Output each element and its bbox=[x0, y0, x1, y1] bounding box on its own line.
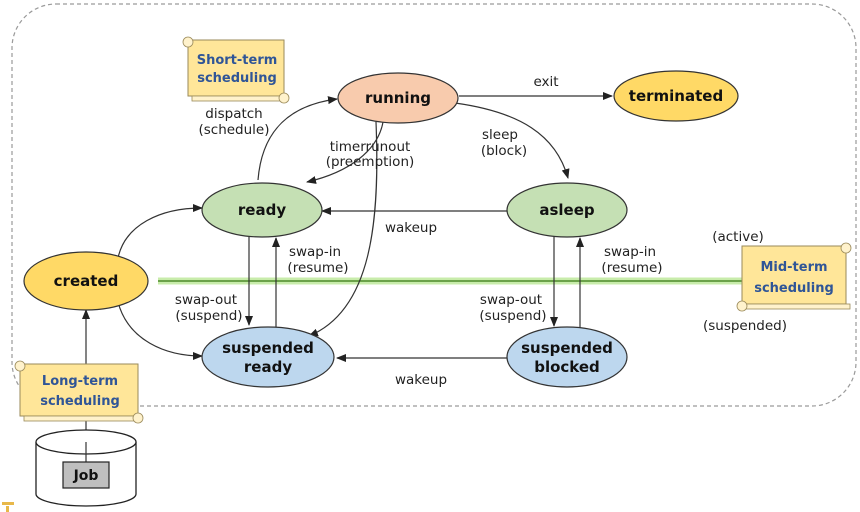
long-term-scheduling-line1: Long-term bbox=[42, 374, 118, 389]
edge-created-to-suspended-ready bbox=[117, 301, 203, 360]
edge-timerrunout bbox=[306, 121, 384, 184]
edge-created-to-ready bbox=[117, 204, 203, 259]
edge-sleep bbox=[454, 102, 570, 179]
label-swap-in-right-line1: swap-in bbox=[604, 244, 656, 260]
mid-term-scheduling-scroll: Mid-term scheduling bbox=[736, 242, 852, 312]
label-timerrunout-line1: timerrunout bbox=[330, 139, 411, 155]
state-suspended-ready-line1: suspended bbox=[222, 339, 314, 357]
state-suspended-ready: suspended ready bbox=[201, 326, 335, 388]
state-suspended-ready-line2: ready bbox=[244, 358, 292, 376]
mid-term-scheduling-line2: scheduling bbox=[754, 281, 834, 296]
scroll-icon bbox=[19, 363, 139, 417]
job-label: Job bbox=[73, 468, 99, 484]
label-swap-in-right-line2: (resume) bbox=[601, 260, 662, 276]
label-swap-out-left-line1: swap-out bbox=[175, 292, 237, 308]
short-term-scheduling-line2: scheduling bbox=[197, 71, 277, 86]
scroll-icon bbox=[741, 245, 847, 305]
state-asleep-label: asleep bbox=[539, 201, 595, 219]
label-swap-out-left-line2: (suspend) bbox=[175, 308, 242, 324]
mid-term-scheduling-line1: Mid-term bbox=[760, 260, 827, 275]
label-swap-out-right-line2: (suspend) bbox=[479, 308, 546, 324]
system-boundary bbox=[11, 3, 857, 407]
label-swap-in-left-line1: swap-in bbox=[289, 244, 341, 260]
job-queue-cylinder: Job bbox=[35, 429, 137, 507]
state-ready-label: ready bbox=[238, 201, 286, 219]
state-suspended-blocked-line1: suspended bbox=[521, 339, 613, 357]
label-suspended-region: (suspended) bbox=[703, 318, 787, 334]
edge-running-to-suspended-ready bbox=[308, 121, 378, 337]
state-suspended-blocked-line2: blocked bbox=[534, 358, 600, 376]
long-term-scheduling-line2: scheduling bbox=[40, 394, 120, 409]
label-timerrunout-line2: (preemption) bbox=[326, 154, 415, 170]
label-swap-in-left-line2: (resume) bbox=[287, 260, 348, 276]
label-swap-out-right-line1: swap-out bbox=[480, 292, 542, 308]
label-dispatch-line2: (schedule) bbox=[198, 122, 269, 138]
label-wakeup-bottom: wakeup bbox=[395, 372, 447, 388]
label-exit: exit bbox=[533, 74, 558, 90]
state-suspended-blocked: suspended blocked bbox=[506, 326, 628, 388]
label-active-region: (active) bbox=[712, 229, 764, 245]
edge-dispatch bbox=[257, 96, 338, 181]
state-running-label: running bbox=[365, 89, 431, 107]
short-term-scheduling-scroll: Short-term scheduling bbox=[182, 36, 290, 104]
state-asleep: asleep bbox=[506, 182, 628, 238]
state-created-label: created bbox=[54, 272, 119, 290]
label-sleep-line1: sleep bbox=[482, 127, 518, 143]
long-term-scheduling-scroll: Long-term scheduling bbox=[14, 360, 144, 424]
state-running: running bbox=[337, 72, 459, 124]
state-created: created bbox=[23, 251, 149, 311]
state-ready: ready bbox=[201, 182, 323, 238]
label-wakeup-top: wakeup bbox=[385, 220, 437, 236]
state-terminated-label: terminated bbox=[629, 87, 723, 105]
label-sleep-line2: (block) bbox=[481, 143, 527, 159]
label-dispatch-line1: dispatch bbox=[205, 106, 262, 122]
short-term-scheduling-line1: Short-term bbox=[197, 53, 278, 68]
logo-mark bbox=[2, 502, 14, 512]
scroll-icon bbox=[187, 39, 285, 97]
job-box bbox=[62, 461, 110, 489]
state-terminated: terminated bbox=[613, 70, 739, 122]
